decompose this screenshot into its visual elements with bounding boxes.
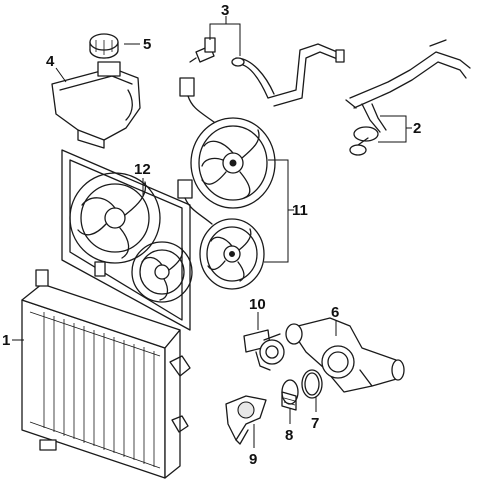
callout-11: 11	[292, 202, 308, 219]
coolant-reservoir	[51, 61, 141, 149]
callout-8: 8	[285, 427, 293, 444]
fan-assembly-lower	[177, 179, 265, 290]
callout-1: 1	[2, 332, 10, 349]
callout-9: 9	[249, 451, 257, 468]
callout-10: 10	[249, 296, 266, 313]
thermostat-housing	[285, 317, 405, 393]
callout-2: 2	[413, 120, 421, 137]
callout-5: 5	[143, 36, 151, 53]
leader-lines	[12, 16, 412, 448]
water-pump	[243, 329, 285, 371]
fan-shroud	[61, 149, 193, 331]
reservoir-cap	[89, 33, 119, 59]
upper-hose-set	[189, 37, 345, 107]
water-outlet	[225, 395, 267, 445]
callout-labels: 1 2 3 4 5 6 7 8 9 10 11 12	[2, 2, 421, 468]
callout-4: 4	[46, 53, 55, 70]
radiator	[21, 269, 191, 479]
thermostat-o-ring	[301, 369, 323, 399]
callout-3: 3	[221, 2, 229, 19]
callout-6: 6	[331, 304, 339, 321]
fan-assembly-upper	[179, 77, 276, 209]
thermostat	[281, 379, 299, 411]
callout-12: 12	[134, 161, 151, 178]
lower-hose-set	[345, 39, 471, 156]
callout-7: 7	[311, 415, 319, 432]
